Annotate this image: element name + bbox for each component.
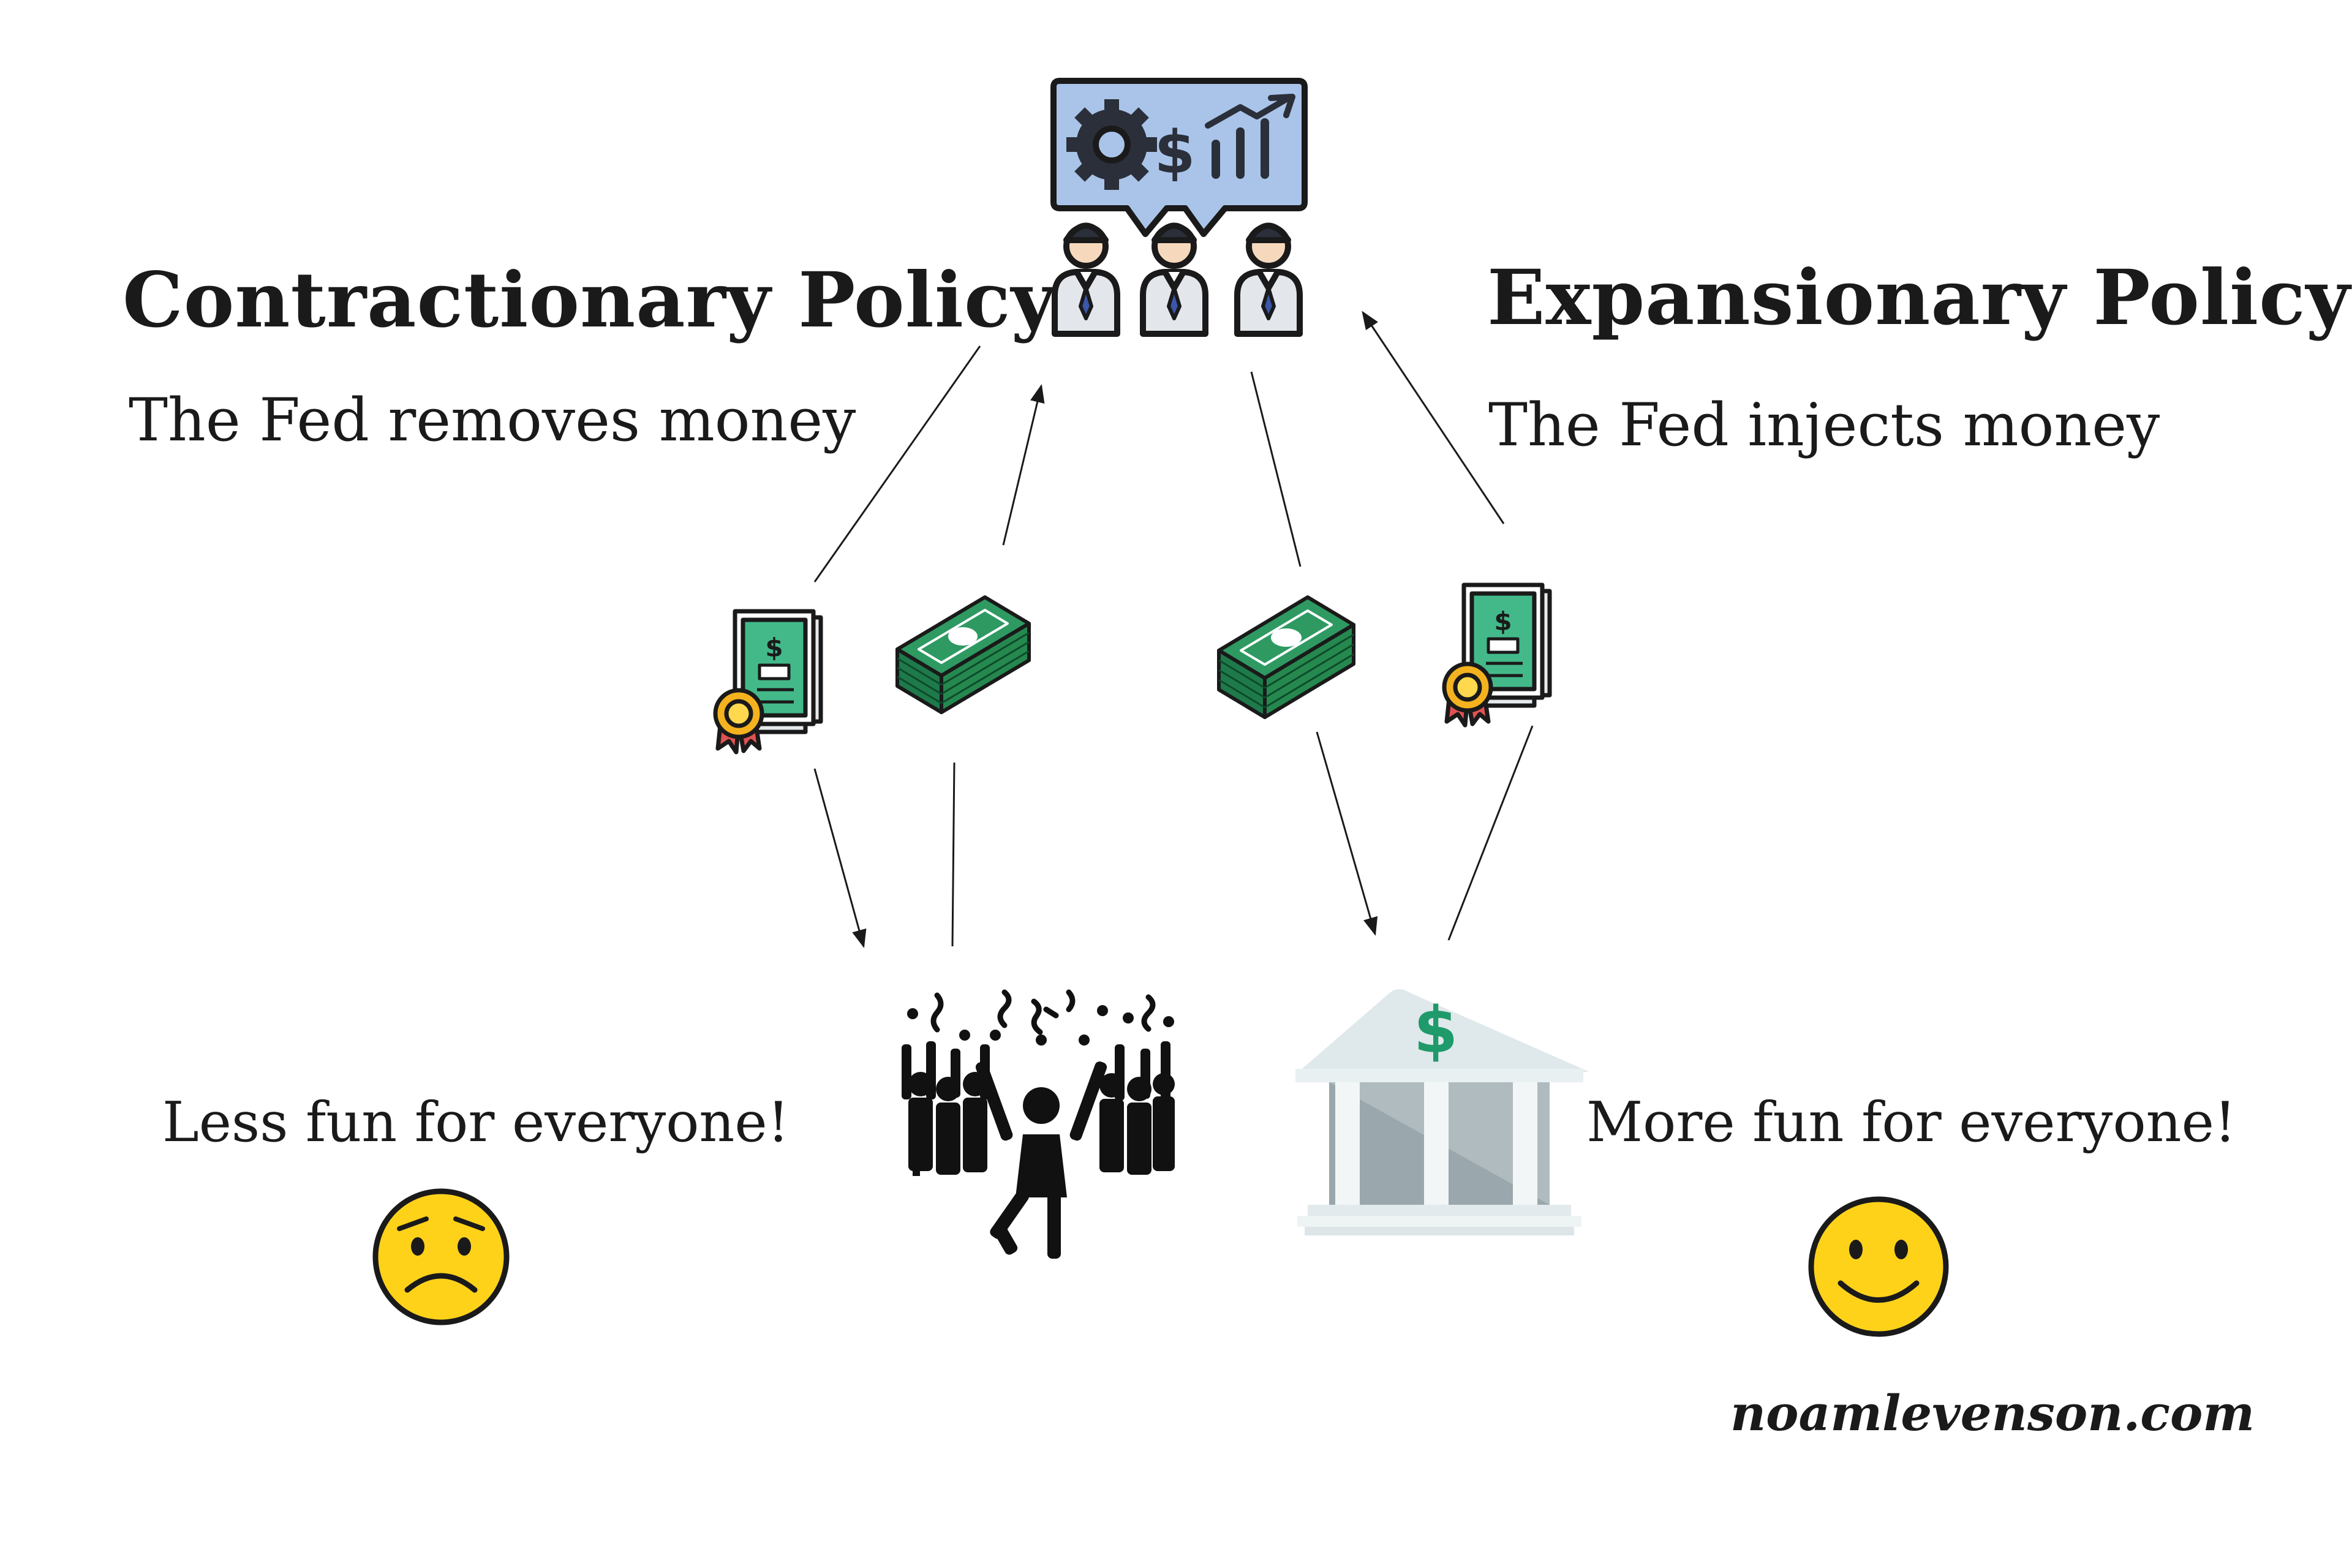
cash-stack-icon-right bbox=[1217, 595, 1355, 719]
arrow-cash-to-fed-left bbox=[1002, 384, 1045, 546]
fed-board-presentation-icon: $ bbox=[1050, 78, 1308, 337]
arrow-crowd-to-cash bbox=[951, 762, 956, 947]
arrow-bond-to-fed-left bbox=[813, 345, 981, 582]
svg-text:$: $ bbox=[765, 633, 783, 663]
site-credit: noamlevenson.com bbox=[1730, 1384, 2255, 1442]
expansionary-heading: Expansionary Policy bbox=[1487, 254, 2351, 342]
arrow-bond-to-fed-right bbox=[1362, 311, 1505, 524]
cash-stack-icon-left bbox=[895, 595, 1031, 714]
arrow-fed-to-cash-right bbox=[1250, 371, 1302, 567]
celebrating-crowd-icon bbox=[902, 989, 1175, 1259]
bond-certificate-icon-left: $ bbox=[713, 609, 823, 755]
arrow-bank-to-bond-right bbox=[1447, 725, 1534, 941]
arrow-cash-to-bank bbox=[1316, 731, 1378, 936]
contractionary-heading: Contractionary Policy bbox=[123, 256, 1056, 345]
more-fun-caption: More fun for everyone! bbox=[1586, 1090, 2237, 1155]
less-fun-caption: Less fun for everyone! bbox=[162, 1090, 790, 1155]
svg-text:$: $ bbox=[1494, 606, 1512, 636]
svg-text:$: $ bbox=[1414, 993, 1458, 1068]
smiley-face-icon bbox=[1808, 1196, 1949, 1337]
flow-arrows bbox=[813, 311, 1534, 948]
expansionary-subheading: The Fed injects money bbox=[1488, 391, 2160, 459]
contractionary-subheading: The Fed removes money bbox=[129, 386, 856, 454]
sad-face-icon bbox=[372, 1188, 510, 1325]
svg-text:$: $ bbox=[1155, 118, 1196, 187]
bank-building-icon: $ bbox=[1295, 989, 1589, 1235]
arrow-bond-to-crowd bbox=[813, 768, 867, 948]
bond-certificate-icon-right: $ bbox=[1442, 582, 1552, 728]
